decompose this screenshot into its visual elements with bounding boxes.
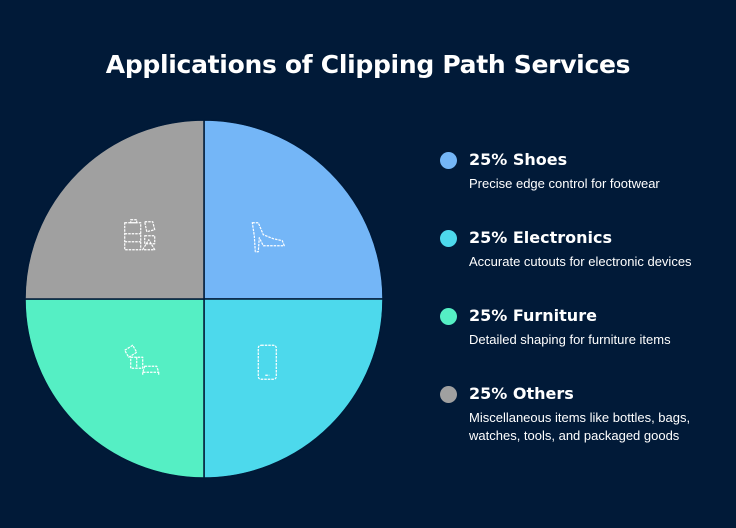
pie-slice-others [24, 119, 205, 300]
high-heel-shoe-icon [251, 222, 285, 253]
legend-description-electronics: Accurate cutouts for electronic devices [469, 254, 692, 269]
legend-label-shoes: 25% Shoes [469, 150, 568, 169]
smartphone-icon [257, 344, 277, 380]
legend-description-furniture: Detailed shaping for furniture items [469, 332, 671, 347]
pie-slice-furniture [24, 298, 205, 479]
legend-label-furniture: 25% Furniture [469, 306, 597, 325]
assorted-items-icon [124, 219, 156, 251]
smartphone-icon-shape [257, 344, 277, 380]
legend-label-others: 25% Others [469, 384, 574, 403]
legend-description-shoes: Precise edge control for footwear [469, 176, 660, 191]
legend-swatch-furniture [440, 308, 457, 325]
sofa-icon [124, 344, 160, 376]
pie-slice-electronics [203, 298, 384, 479]
pie-slice-shoes [203, 119, 384, 300]
chart-title: Applications of Clipping Path Services [105, 50, 631, 79]
legend-swatch-shoes [440, 152, 457, 169]
legend-swatch-electronics [440, 230, 457, 247]
sofa-icon-shape [124, 344, 160, 376]
high-heel-shoe-icon-shape [251, 222, 285, 253]
legend-description-others: Miscellaneous items like bottles, bags, … [469, 410, 691, 443]
legend-label-electronics: 25% Electronics [469, 228, 613, 247]
pie-outline [24, 119, 384, 479]
legend-swatch-others [440, 386, 457, 403]
assorted-items-icon-shape [124, 219, 156, 251]
